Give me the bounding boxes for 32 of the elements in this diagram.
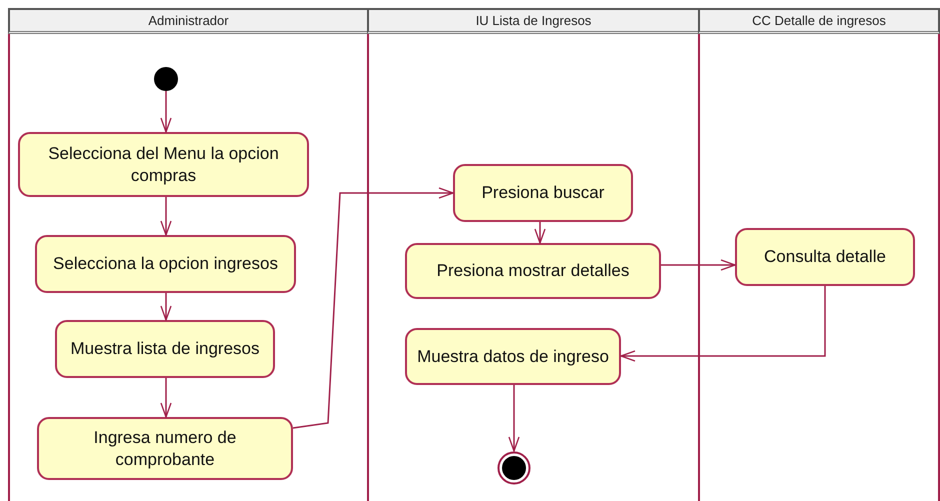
control-flow-arrow: [160, 293, 172, 321]
activity-label: Presiona buscar: [480, 182, 606, 204]
control-flow-arrow: [534, 222, 546, 244]
control-flow-arrow: [292, 187, 454, 429]
activity-box: [405, 328, 621, 385]
activity-box: [405, 243, 661, 299]
end-node: [497, 451, 531, 485]
swimlane: [698, 8, 940, 501]
activity-label: Muestra datos de ingreso: [416, 346, 610, 368]
swimlane-header: Administrador: [8, 8, 369, 34]
swimlane-header: CC Detalle de ingresos: [698, 8, 940, 34]
control-flow-arrow: [160, 91, 172, 133]
swimlane-header: IU Lista de Ingresos: [367, 8, 700, 34]
activity-label: Muestra lista de ingresos: [70, 338, 260, 360]
activity-label: Selecciona del Menu la opcion compras: [47, 142, 280, 186]
activity-label: Selecciona la opcion ingresos: [52, 253, 279, 275]
activity-label: Presiona mostrar detalles: [436, 260, 630, 282]
activity-label: Ingresa numero de comprobante: [92, 426, 238, 470]
control-flow-arrow: [160, 378, 172, 418]
activity-box: [35, 235, 296, 293]
activity-box: [18, 132, 309, 197]
activity-box: [37, 417, 293, 480]
control-flow-arrow: [661, 259, 736, 271]
control-flow-arrow: [508, 385, 520, 452]
swimlane: [8, 8, 369, 501]
activity-label: Consulta detalle: [763, 246, 887, 268]
control-flow-arrow: [620, 286, 826, 362]
control-flow-arrow: [160, 197, 172, 236]
start-node: [154, 67, 178, 91]
activity-box: [453, 164, 633, 222]
activity-box: [55, 320, 275, 378]
activity-box: [735, 228, 915, 286]
